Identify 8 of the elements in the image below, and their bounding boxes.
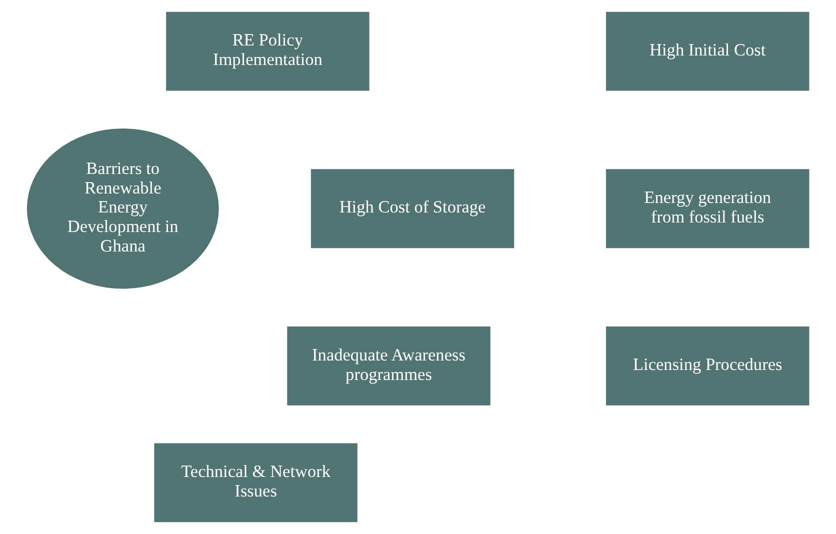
node-box: Licensing Procedures [606, 326, 810, 406]
node-box: High Initial Cost [606, 12, 810, 91]
node-box: RE Policy Implementation [166, 12, 370, 91]
node-ellipse: Barriers to Renewable Energy Development in Ghana [26, 128, 219, 289]
node-box: High Cost of Storage [310, 169, 514, 248]
node-box: Inadequate Awareness programmes [287, 326, 490, 406]
node-box: Energy generation from fossil fuels [606, 169, 810, 248]
node-box: Technical & Network Issues [154, 443, 358, 522]
